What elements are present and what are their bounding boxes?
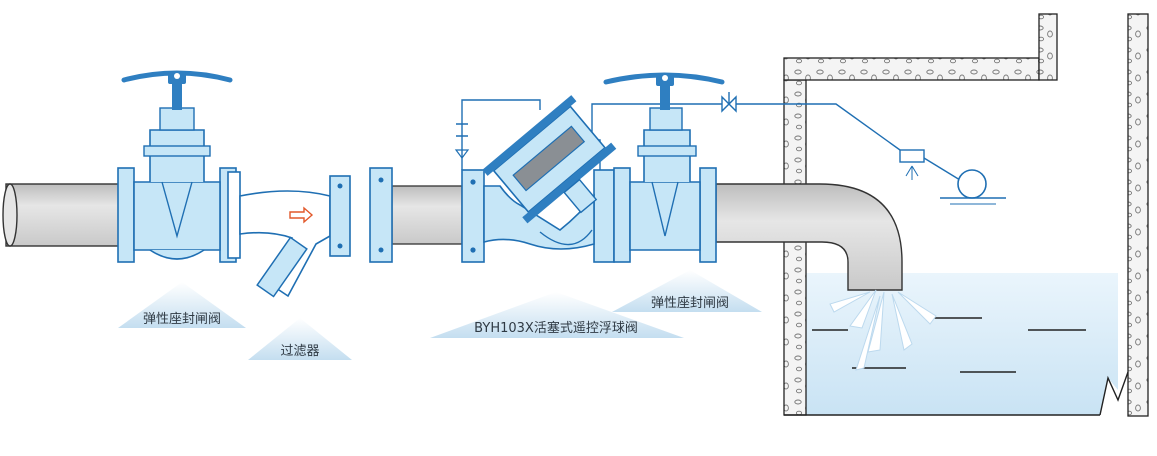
label-gate-valve-right: 弹性座封闸阀: [612, 270, 762, 312]
handwheel-icon[interactable]: [121, 70, 233, 84]
outlet-elbow-pipe: [715, 183, 903, 291]
label-strainer: 过滤器: [248, 318, 352, 360]
remote-control-line: [721, 92, 1006, 205]
tank-wall-left: [783, 79, 807, 416]
pilot-loop-tube: [539, 229, 593, 246]
tank-water: [806, 273, 1118, 415]
tank-hatch-wall: [1038, 13, 1058, 81]
tank-break-mark: [1099, 371, 1129, 416]
handwheel-icon[interactable]: [603, 72, 725, 86]
float-ball-icon: [940, 169, 1006, 205]
label-text: 过滤器: [280, 344, 319, 359]
tank-wall-top: [783, 57, 1040, 81]
piston-float-valve: [454, 95, 728, 263]
spray-nozzle-icon: [899, 149, 925, 180]
inlet-pipe: [2, 183, 125, 247]
label-float-valve: BYH103X活塞式遥控浮球阀: [430, 292, 684, 338]
label-text: 弹性座封闸阀: [651, 296, 729, 311]
flow-direction-arrow-icon: [289, 206, 314, 224]
label-text: 弹性座封闸阀: [143, 312, 221, 327]
label-text: BYH103X活塞式遥控浮球阀: [474, 320, 638, 336]
gate-valve-left: [117, 70, 237, 263]
tank-wall-right: [1127, 13, 1149, 417]
water-tank: [783, 13, 1149, 417]
water-splash: [829, 289, 937, 371]
y-strainer: [227, 167, 393, 298]
label-gate-valve-left: 弹性座封闸阀: [118, 282, 246, 328]
gate-valve-right: [603, 72, 725, 263]
pipe-segment-2: [391, 185, 463, 245]
needle-valve-icon[interactable]: [721, 92, 737, 113]
